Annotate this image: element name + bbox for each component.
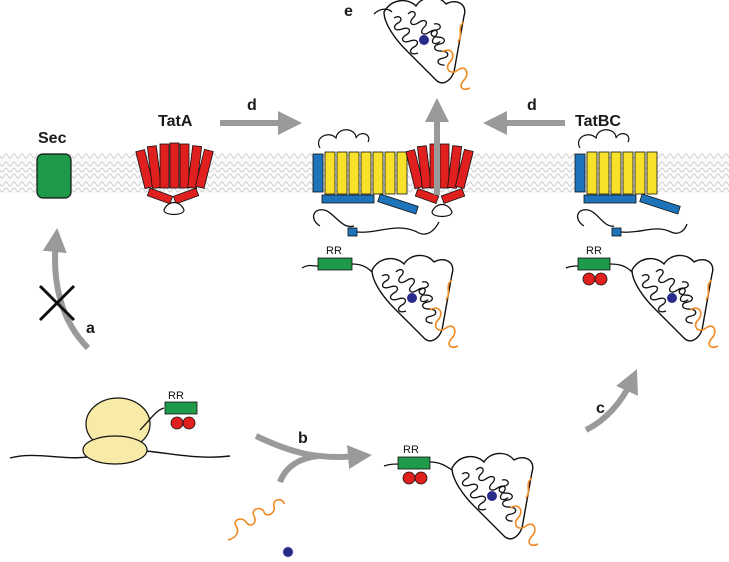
signal-peptide-nascent bbox=[164, 401, 198, 415]
arrow-b bbox=[254, 433, 372, 470]
signal-peptide-center bbox=[317, 257, 353, 271]
signal-peptide-bottom bbox=[397, 456, 431, 470]
d-left-label: d bbox=[247, 97, 257, 114]
partner-subunit-free bbox=[227, 498, 285, 541]
d-right-label: d bbox=[527, 97, 537, 114]
exported-protein bbox=[384, 0, 470, 89]
arrow-a-blocked bbox=[42, 228, 91, 351]
ribosome-small bbox=[82, 435, 148, 465]
substrate-protein-bottom bbox=[452, 453, 538, 545]
cofactor-free bbox=[283, 547, 293, 557]
arrow-c bbox=[584, 369, 638, 433]
a-label: a bbox=[86, 320, 95, 337]
e-label: e bbox=[344, 3, 353, 20]
tatBC-complex bbox=[574, 129, 688, 237]
b-label: b bbox=[298, 430, 308, 447]
chaperone-bottom-1 bbox=[402, 471, 416, 485]
arrow-b-merge bbox=[277, 453, 319, 484]
tatA-complex bbox=[135, 142, 214, 216]
c-label: c bbox=[596, 400, 605, 417]
sec-label: Sec bbox=[38, 130, 67, 147]
chaperone-nascent-1 bbox=[170, 416, 184, 430]
chaperone-bottom-2 bbox=[414, 471, 428, 485]
chaperone-right-2 bbox=[594, 272, 608, 286]
rr-label-bottom: RR bbox=[403, 444, 419, 456]
tatBC-label: TatBC bbox=[575, 113, 621, 130]
chaperone-nascent-2 bbox=[182, 416, 196, 430]
substrate-protein-center bbox=[372, 255, 458, 347]
signal-peptide-right bbox=[577, 257, 611, 271]
rr-label-center: RR bbox=[326, 245, 342, 257]
chaperone-right-1 bbox=[582, 272, 596, 286]
tatA-label: TatA bbox=[158, 113, 193, 130]
substrate-protein-right bbox=[632, 255, 718, 347]
block-cross-2 bbox=[38, 284, 76, 322]
rr-label-right: RR bbox=[586, 245, 602, 257]
rr-label-nascent: RR bbox=[168, 390, 184, 402]
sec-translocon bbox=[36, 153, 72, 199]
tat-translocase-assembled bbox=[312, 129, 474, 237]
